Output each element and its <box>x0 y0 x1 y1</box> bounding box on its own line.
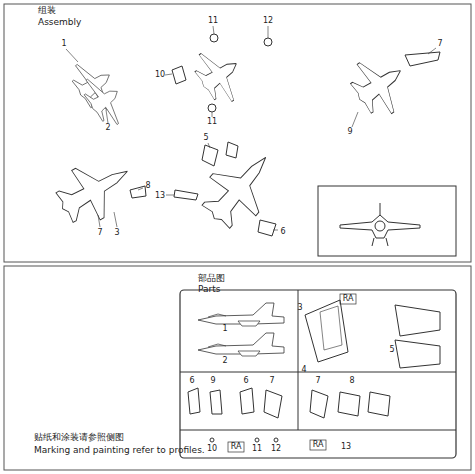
part-number: 6 <box>243 377 248 385</box>
part-number: 12 <box>271 445 281 453</box>
callout-number: 7 <box>97 229 102 237</box>
callout-number: 2 <box>105 124 110 132</box>
callout-number: 5 <box>203 134 208 142</box>
part-number: 11 <box>252 445 262 453</box>
note-text: Marking and painting refer to profiles. <box>34 446 205 455</box>
section-heading: 部品图 <box>198 274 225 283</box>
callout-number: 10 <box>155 71 165 79</box>
callout-number: 3 <box>114 229 119 237</box>
note-text: 贴纸和涂装请参照侧图 <box>34 433 124 442</box>
part-number: 4 <box>301 366 306 374</box>
section-heading: Parts <box>198 285 220 294</box>
callout-number: 11 <box>208 17 218 25</box>
part-number: 13 <box>341 443 351 451</box>
callout-number: 12 <box>263 17 273 25</box>
part-number: 3 <box>297 304 302 312</box>
callout-number: 8 <box>145 182 150 190</box>
sprue-code: RA <box>343 295 354 303</box>
part-number: 8 <box>349 377 354 385</box>
part-number: 2 <box>222 357 227 365</box>
callout-number: 1 <box>61 40 66 48</box>
callout-number: 9 <box>347 128 352 136</box>
part-number: 10 <box>207 445 217 453</box>
callout-number: 13 <box>155 192 165 200</box>
sprue-code: RA <box>231 443 242 451</box>
part-number: 7 <box>315 377 320 385</box>
sprue-code: RA <box>313 441 324 449</box>
section-heading: Assembly <box>38 18 81 27</box>
part-number: 1 <box>222 325 227 333</box>
section-heading: 组装 <box>38 6 56 15</box>
part-number: 5 <box>389 346 394 354</box>
callout-number: 7 <box>437 40 442 48</box>
part-number: 6 <box>189 377 194 385</box>
callout-number: 6 <box>280 228 285 236</box>
part-number: 9 <box>210 377 215 385</box>
part-number: 7 <box>269 377 274 385</box>
callout-number: 11 <box>207 118 217 126</box>
